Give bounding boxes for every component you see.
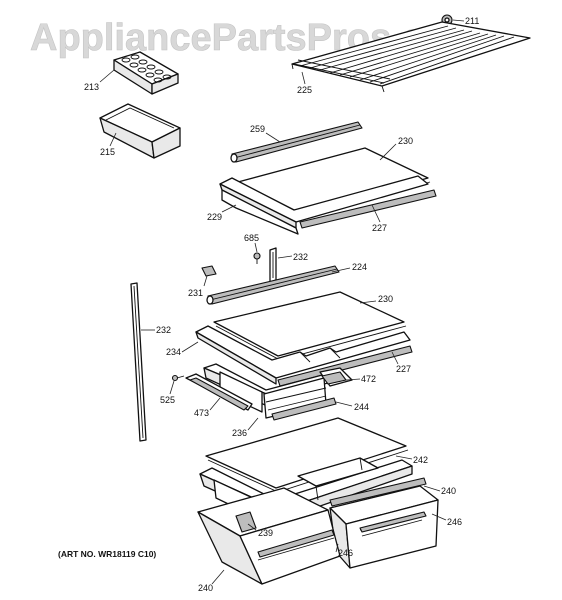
art-number: (ART NO. WR18119 C10)	[58, 549, 156, 559]
label-685: 685	[244, 233, 259, 243]
label-473: 473	[194, 408, 209, 418]
part-525-screw	[171, 374, 185, 382]
part-213-egg-tray	[113, 51, 179, 95]
part-crisper-drawer-right	[329, 485, 439, 569]
part-244-rail	[271, 397, 337, 421]
label-472: 472	[361, 374, 376, 384]
label-229: 229	[207, 212, 222, 222]
label-227-middle: 227	[396, 364, 411, 374]
part-240-trim-right	[329, 477, 427, 507]
label-215: 215	[100, 147, 115, 157]
part-472-slide	[319, 367, 353, 387]
part-227-rear-trim-upper	[299, 189, 437, 229]
label-239: 239	[258, 528, 273, 538]
label-232-lower: 232	[156, 325, 171, 335]
part-225-wire-shelf	[291, 21, 531, 93]
label-246-right: 246	[447, 517, 462, 527]
label-525: 525	[160, 395, 175, 405]
label-244: 244	[354, 402, 369, 412]
part-685-screw	[253, 252, 261, 264]
label-230-middle: 230	[378, 294, 393, 304]
part-224-shelf-trim	[206, 265, 340, 305]
label-234: 234	[166, 347, 181, 357]
label-213: 213	[84, 82, 99, 92]
label-236: 236	[232, 428, 247, 438]
part-232-long-rail	[130, 282, 147, 442]
part-231-clip	[201, 265, 217, 277]
part-259-shelf-trim	[230, 121, 363, 163]
part-232-bracket	[269, 247, 277, 283]
label-240-upper: 240	[441, 486, 456, 496]
part-215-door-bin	[99, 103, 181, 159]
label-242: 242	[413, 455, 428, 465]
label-230-upper: 230	[398, 136, 413, 146]
part-crisper-drawer-left	[197, 487, 341, 585]
label-240-lower: 240	[198, 583, 213, 593]
part-473-slide	[185, 373, 253, 411]
label-231: 231	[188, 288, 203, 298]
label-232-upper: 232	[293, 252, 308, 262]
part-227-rear-trim-middle	[277, 345, 413, 387]
label-224: 224	[352, 262, 367, 272]
part-239-rod	[235, 511, 257, 533]
part-234-shelf-frame	[195, 325, 411, 385]
part-236-drawer-frame	[203, 363, 339, 419]
part-229-shelf-frame	[219, 175, 429, 235]
label-225: 225	[297, 85, 312, 95]
label-211: 211	[465, 16, 479, 26]
label-246-left: 246	[338, 548, 353, 558]
label-227-upper: 227	[372, 223, 387, 233]
label-259: 259	[250, 124, 265, 134]
